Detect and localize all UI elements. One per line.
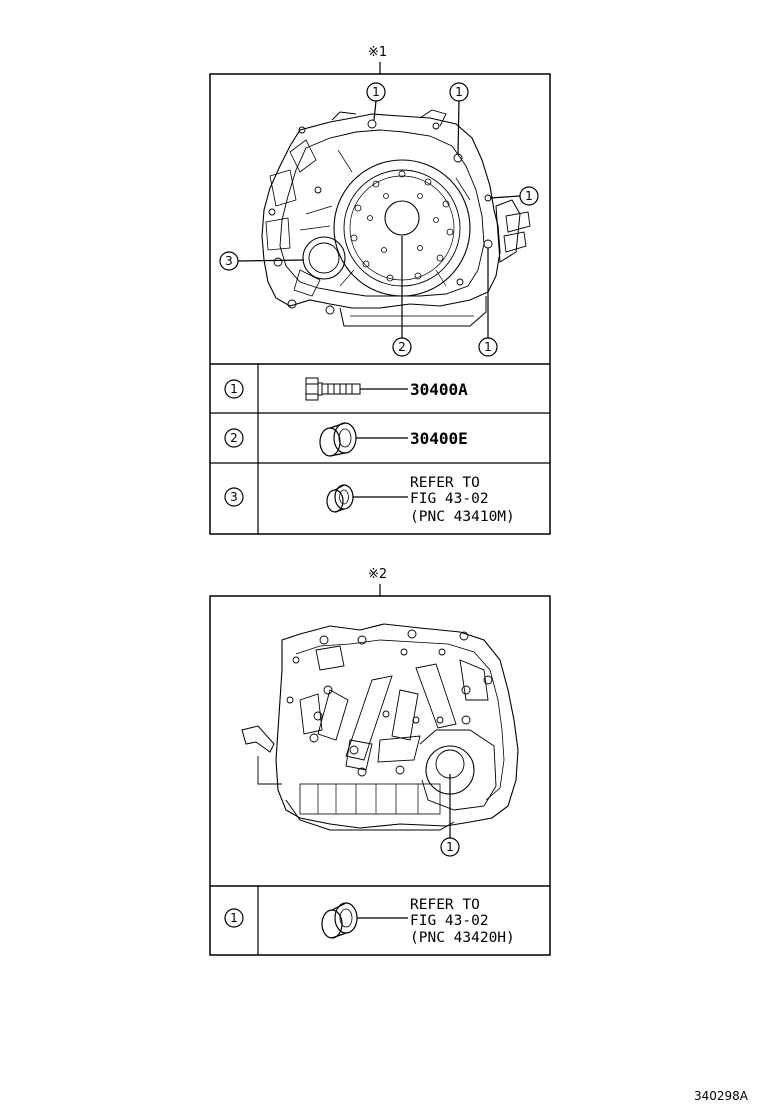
callout-number: 1 <box>525 189 533 203</box>
legend-index: 3 <box>230 490 238 504</box>
legend-index: 1 <box>230 911 238 925</box>
callout-circle <box>519 186 539 206</box>
bottom-frame <box>209 595 551 956</box>
legend-index: 2 <box>230 431 238 445</box>
legend-refer-line: (PNC 43410M) <box>410 509 515 525</box>
legend-part-number: 30400E <box>410 429 468 448</box>
bottom-section: ※2 <box>209 567 551 956</box>
legend-refer-line: REFER TO <box>410 475 480 491</box>
callout-circle <box>478 337 498 357</box>
transaxle-rear-view-drawing <box>241 623 519 831</box>
top-frame <box>209 73 551 535</box>
legend-index: 1 <box>230 382 238 396</box>
top-marker: ※1 <box>368 45 387 60</box>
top-legend: 1 30400A 2 <box>224 377 515 525</box>
callout-leader <box>237 259 305 262</box>
oil-seal-icon <box>321 902 358 939</box>
callout-number: 2 <box>398 340 406 354</box>
oil-seal-icon <box>326 484 354 513</box>
legend-index-circle <box>224 428 244 448</box>
legend-index-circle <box>224 379 244 399</box>
callout-number: 3 <box>225 254 233 268</box>
legend-row-2: 2 30400E <box>224 422 468 457</box>
callout-number: 1 <box>372 85 380 99</box>
callout-circle <box>392 337 412 357</box>
callout-leader <box>489 195 521 199</box>
callout-circle <box>440 837 460 857</box>
legend-row-1: 1 REFER TO FIG 43-02 (PNC 43420H) <box>224 897 515 946</box>
transaxle-front-view-drawing <box>261 109 531 327</box>
callout-circle <box>219 251 239 271</box>
callout-number: 1 <box>484 340 492 354</box>
callout-circle <box>366 82 386 102</box>
legend-row-1: 1 30400A <box>224 377 468 401</box>
callout-circle <box>449 82 469 102</box>
legend-refer-line: FIG 43-02 <box>410 913 489 929</box>
top-callouts: 1 1 1 1 2 3 <box>219 82 539 357</box>
legend-index-circle <box>224 487 244 507</box>
top-section: ※1 <box>209 45 551 535</box>
figure-code: 340298A <box>694 1089 749 1103</box>
callout-number: 1 <box>455 85 463 99</box>
legend-part-number: 30400A <box>410 380 468 399</box>
legend-refer-line: FIG 43-02 <box>410 491 489 507</box>
oil-seal-icon <box>319 422 357 457</box>
bottom-callouts: 1 <box>440 774 460 857</box>
bolt-icon <box>305 377 361 401</box>
legend-row-3: 3 REFER TO FIG 43-02 (PNC 43410M) <box>224 475 515 525</box>
callout-number: 1 <box>446 840 454 854</box>
legend-index-circle <box>224 908 244 928</box>
callout-leader <box>457 100 460 155</box>
legend-refer-line: (PNC 43420H) <box>410 930 515 946</box>
legend-refer-line: REFER TO <box>410 897 480 913</box>
bottom-legend: 1 REFER TO FIG 43-02 (PNC 43420H) <box>224 897 515 946</box>
callout-leader <box>373 100 377 121</box>
bottom-marker: ※2 <box>368 567 387 582</box>
